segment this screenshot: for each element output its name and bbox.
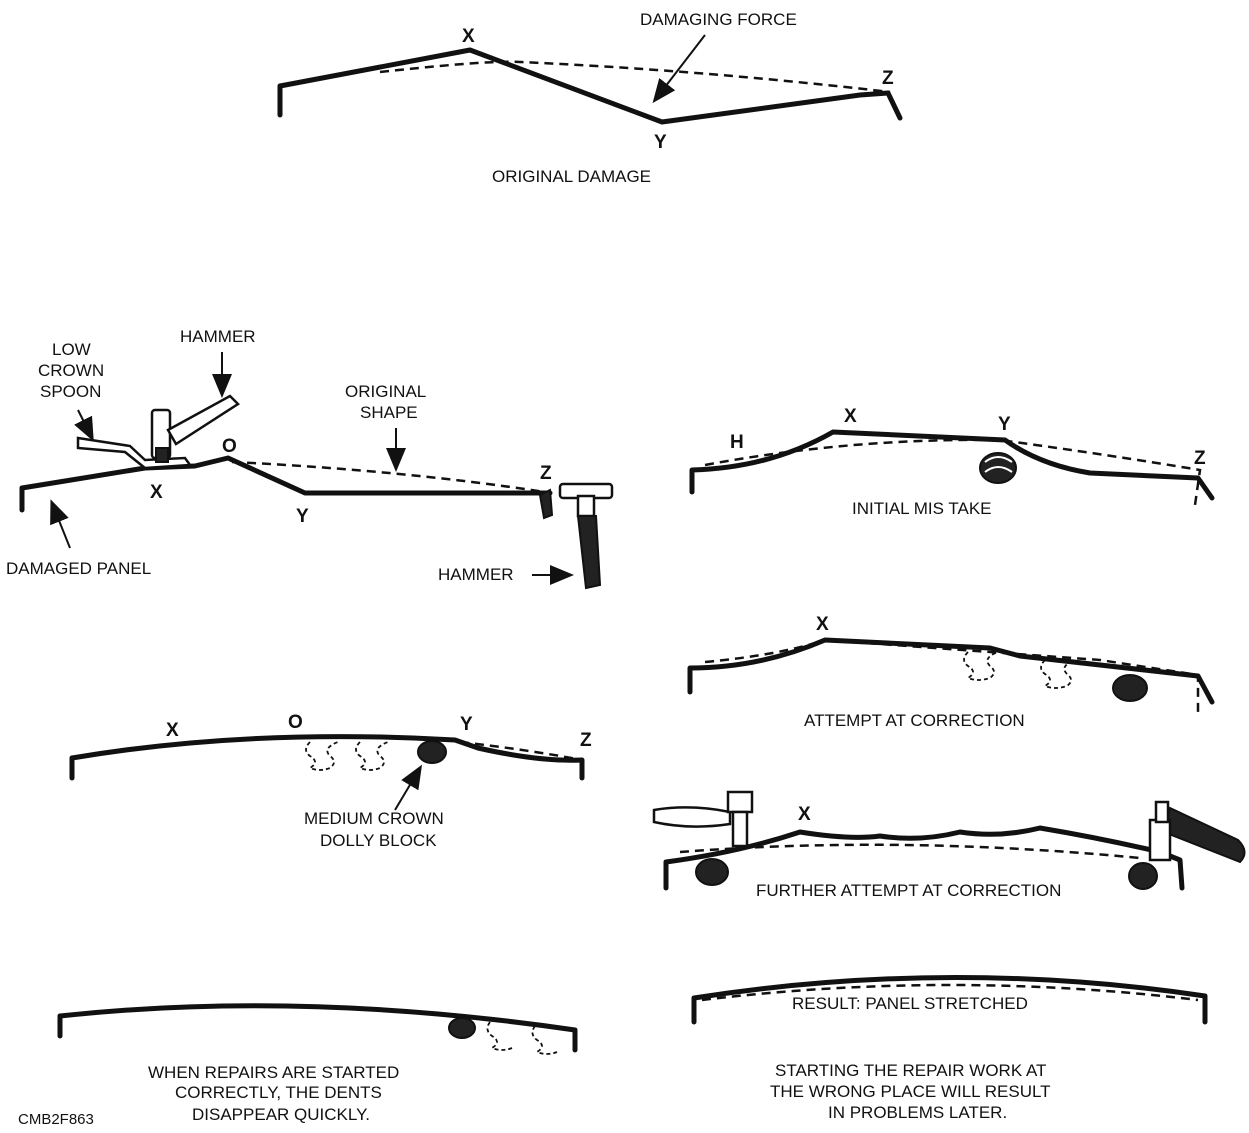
point-z-label: Z bbox=[540, 463, 552, 484]
low-crown-spoon-label: CROWN bbox=[38, 361, 104, 380]
original-shape-label: ORIGINAL bbox=[345, 382, 426, 401]
original-shape-dashed-line bbox=[701, 983, 1199, 1002]
panel-line bbox=[689, 429, 1215, 501]
correct-start-figure: X O Y Z MEDIUM CROWN DOLLY BLOCK bbox=[69, 712, 592, 850]
point-x-label: X bbox=[150, 482, 163, 503]
low-crown-spoon-label: SPOON bbox=[40, 382, 101, 401]
tools-on-panel-figure: LOW CROWN SPOON HAMMER ORIGINAL SHAPE O … bbox=[6, 327, 614, 590]
point-h-label: H bbox=[730, 432, 744, 453]
hammer-icon bbox=[652, 790, 754, 848]
original-shape-dashed-line bbox=[231, 460, 546, 494]
dolly-block-label: DOLLY BLOCK bbox=[320, 831, 437, 850]
point-y-label: Y bbox=[998, 414, 1011, 435]
point-o-label: O bbox=[222, 436, 237, 457]
panel-line bbox=[57, 1003, 578, 1053]
hammer-icon bbox=[150, 394, 240, 463]
dolly-block-icon bbox=[979, 452, 1017, 484]
low-crown-spoon-icon bbox=[76, 436, 193, 470]
initial-mistake-figure: H X Y Z INITIAL MIS TAKE bbox=[689, 406, 1215, 518]
dolly-block-icon bbox=[448, 1017, 476, 1039]
original-shape-dashed-line bbox=[379, 60, 891, 94]
hammer-icon bbox=[1148, 800, 1246, 864]
dolly-block-arrow bbox=[394, 764, 423, 811]
low-crown-spoon-label: LOW bbox=[52, 340, 91, 359]
repaired-panel-line bbox=[69, 734, 585, 781]
point-x-label: X bbox=[166, 720, 179, 741]
dent-outline bbox=[963, 651, 999, 681]
further-attempt-figure: X FURTHER ATTEMPT AT CORRECTION bbox=[652, 790, 1246, 900]
point-o-label: O bbox=[288, 712, 303, 733]
low-crown-spoon-arrow bbox=[74, 409, 94, 442]
caption-line: STARTING THE REPAIR WORK AT bbox=[775, 1061, 1046, 1080]
point-z-label: Z bbox=[580, 730, 592, 751]
original-damage-figure: DAMAGING FORCE X Y Z ORIGINAL DAMAGE bbox=[277, 10, 903, 186]
dent-outline bbox=[305, 741, 339, 771]
point-z-label: Z bbox=[1194, 448, 1206, 469]
panel-line bbox=[663, 825, 1185, 891]
panel-line bbox=[687, 637, 1215, 705]
dolly-block-label: MEDIUM CROWN bbox=[304, 809, 444, 828]
point-y-label: Y bbox=[296, 506, 309, 527]
dolly-block-icon bbox=[1112, 674, 1148, 702]
point-x-label: X bbox=[816, 614, 829, 635]
original-shape-label: SHAPE bbox=[360, 403, 418, 422]
dents-disappear-figure: WHEN REPAIRS ARE STARTED CORRECTLY, THE … bbox=[18, 1003, 578, 1128]
stretched-panel-line bbox=[691, 974, 1208, 1025]
point-z-label: Z bbox=[882, 68, 894, 89]
result-caption: RESULT: PANEL STRETCHED bbox=[792, 994, 1028, 1013]
dolly-block-icon bbox=[417, 740, 447, 764]
dolly-block-icon bbox=[1128, 862, 1158, 890]
attempt-correction-caption: ATTEMPT AT CORRECTION bbox=[804, 711, 1025, 730]
damaging-force-label: DAMAGING FORCE bbox=[640, 10, 797, 29]
damaged-panel-line bbox=[277, 47, 903, 125]
damaged-panel-line bbox=[19, 455, 553, 513]
dent-outline bbox=[355, 741, 389, 771]
dent-outline bbox=[1040, 659, 1076, 689]
damaged-panel-label: DAMAGED PANEL bbox=[6, 559, 151, 578]
point-x-label: X bbox=[798, 804, 811, 825]
point-x-label: X bbox=[462, 26, 475, 47]
caption-line: DISAPPEAR QUICKLY. bbox=[192, 1105, 370, 1124]
original-damage-caption: ORIGINAL DAMAGE bbox=[492, 167, 651, 186]
caption-line: WHEN REPAIRS ARE STARTED bbox=[148, 1063, 399, 1082]
point-y-label: Y bbox=[460, 714, 473, 735]
initial-mistake-caption: INITIAL MIS TAKE bbox=[852, 499, 992, 518]
dent-outline bbox=[486, 1021, 513, 1051]
hammer-icon bbox=[538, 482, 614, 590]
further-attempt-caption: FURTHER ATTEMPT AT CORRECTION bbox=[756, 881, 1061, 900]
caption-line: IN PROBLEMS LATER. bbox=[828, 1103, 1007, 1122]
dent-outline bbox=[531, 1025, 558, 1055]
caption-line: THE WRONG PLACE WILL RESULT bbox=[770, 1082, 1051, 1101]
figure-id-label: CMB2F863 bbox=[18, 1111, 94, 1128]
dolly-block-icon bbox=[695, 858, 729, 886]
point-x-label: X bbox=[844, 406, 857, 427]
damaging-force-arrow bbox=[652, 34, 706, 104]
result-figure: RESULT: PANEL STRETCHED STARTING THE REP… bbox=[691, 974, 1208, 1122]
caption-line: CORRECTLY, THE DENTS bbox=[175, 1083, 382, 1102]
damaged-panel-arrow bbox=[50, 499, 71, 549]
hammer-label: HAMMER bbox=[438, 565, 514, 584]
hammer-label: HAMMER bbox=[180, 327, 256, 346]
attempt-correction-figure: X ATTEMPT AT CORRECTION bbox=[687, 614, 1215, 730]
point-y-label: Y bbox=[654, 132, 667, 153]
